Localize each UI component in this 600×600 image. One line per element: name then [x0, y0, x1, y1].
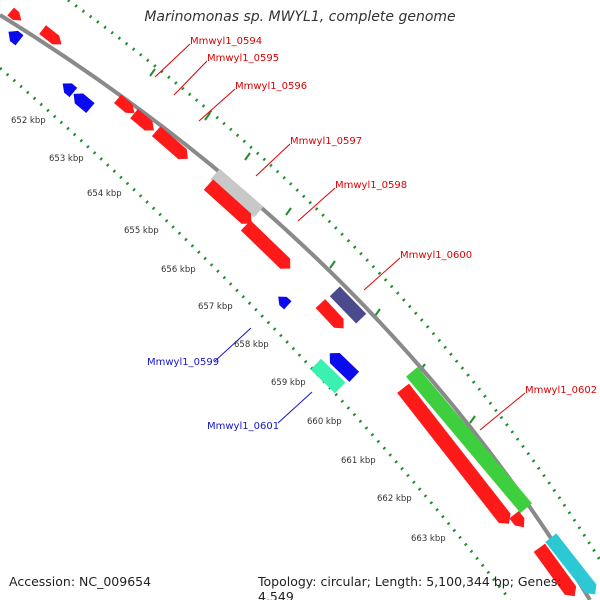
gene-0594 — [39, 25, 62, 45]
outer-tick-mark — [149, 68, 156, 77]
inner-dotted-ring — [0, 66, 512, 600]
gene-label: Mmwyl1_0594 — [190, 36, 262, 47]
topology-info: Topology: circular; Length: 5,100,344 bp… — [258, 574, 562, 600]
scale-label: 658 kbp — [234, 340, 269, 350]
gene-label: Mmwyl1_0602 — [525, 385, 597, 396]
outer-tick-mark — [469, 415, 476, 424]
scale-label: 657 kbp — [198, 302, 233, 312]
gene-0600 — [315, 299, 344, 329]
label-connector — [173, 60, 208, 96]
gene-rev-d — [278, 296, 292, 310]
outer-tick-mark — [374, 308, 381, 317]
label-connector — [363, 257, 401, 291]
label-connector — [255, 143, 291, 177]
scale-label: 661 kbp — [341, 456, 376, 466]
scale-labels: 652 kbp 653 kbp 654 kbp 655 kbp 656 kbp 657 k… — [11, 116, 446, 544]
scale-label: 662 kbp — [377, 494, 412, 504]
label-connector — [479, 392, 526, 431]
gene-0604 — [533, 543, 577, 597]
gene-0599 — [329, 353, 360, 382]
label-connector — [214, 327, 252, 362]
gene-0602-green — [406, 367, 532, 513]
gene-0603 — [509, 511, 525, 528]
inner-tick-ring — [0, 66, 512, 600]
outer-tick-mark — [329, 260, 336, 269]
gene-0598 — [240, 220, 291, 269]
gene-0596 — [130, 109, 154, 131]
label-connector — [154, 43, 191, 78]
feature-gray — [210, 168, 264, 218]
feature-cyan — [545, 533, 597, 595]
scale-label: 654 kbp — [87, 189, 122, 199]
gene-0597 — [203, 179, 252, 224]
gene-label: Mmwyl1_0599 — [147, 357, 219, 368]
gene-0601 — [310, 358, 346, 394]
scale-label: 663 kbp — [411, 534, 446, 544]
gene-label: Mmwyl1_0596 — [235, 81, 307, 92]
gene-labels: Mmwyl1_0594Mmwyl1_0595Mmwyl1_0596Mmwyl1_… — [147, 36, 597, 432]
outer-tick-mark — [204, 112, 211, 121]
gene-rev-a — [8, 30, 24, 46]
outer-tick-ring — [67, 0, 600, 561]
gene-features — [7, 7, 597, 597]
map-title: Marinomonas sp. MWYL1, complete genome — [144, 9, 456, 25]
gene-rev-b — [62, 83, 78, 98]
gene-label: Mmwyl1_0597 — [290, 136, 362, 147]
label-connector — [277, 391, 313, 424]
scale-label: 653 kbp — [49, 154, 84, 164]
scale-label: 660 kbp — [307, 417, 342, 427]
gene-label: Mmwyl1_0595 — [207, 53, 279, 64]
gene-rev-c — [73, 93, 95, 114]
gene-0593 — [7, 7, 22, 21]
scale-label: 656 kbp — [161, 265, 196, 275]
gene-0602 — [397, 383, 511, 524]
gene-label: Mmwyl1_0600 — [400, 250, 472, 261]
label-connector — [297, 187, 336, 222]
outer-tick-mark — [285, 207, 292, 216]
gene-0596b — [151, 126, 188, 160]
scale-label: 652 kbp — [11, 116, 46, 126]
scale-label: 659 kbp — [271, 378, 306, 388]
outer-dotted-ring — [67, 0, 600, 561]
feature-navy — [329, 286, 367, 324]
accession-label: Accession: NC_009654 — [9, 574, 152, 589]
scale-label: 655 kbp — [124, 226, 159, 236]
gene-0595 — [114, 94, 135, 114]
gene-label: Mmwyl1_0598 — [335, 180, 407, 191]
outer-tick-mark — [244, 152, 251, 161]
label-connector — [198, 88, 236, 122]
gene-label: Mmwyl1_0601 — [207, 421, 279, 432]
